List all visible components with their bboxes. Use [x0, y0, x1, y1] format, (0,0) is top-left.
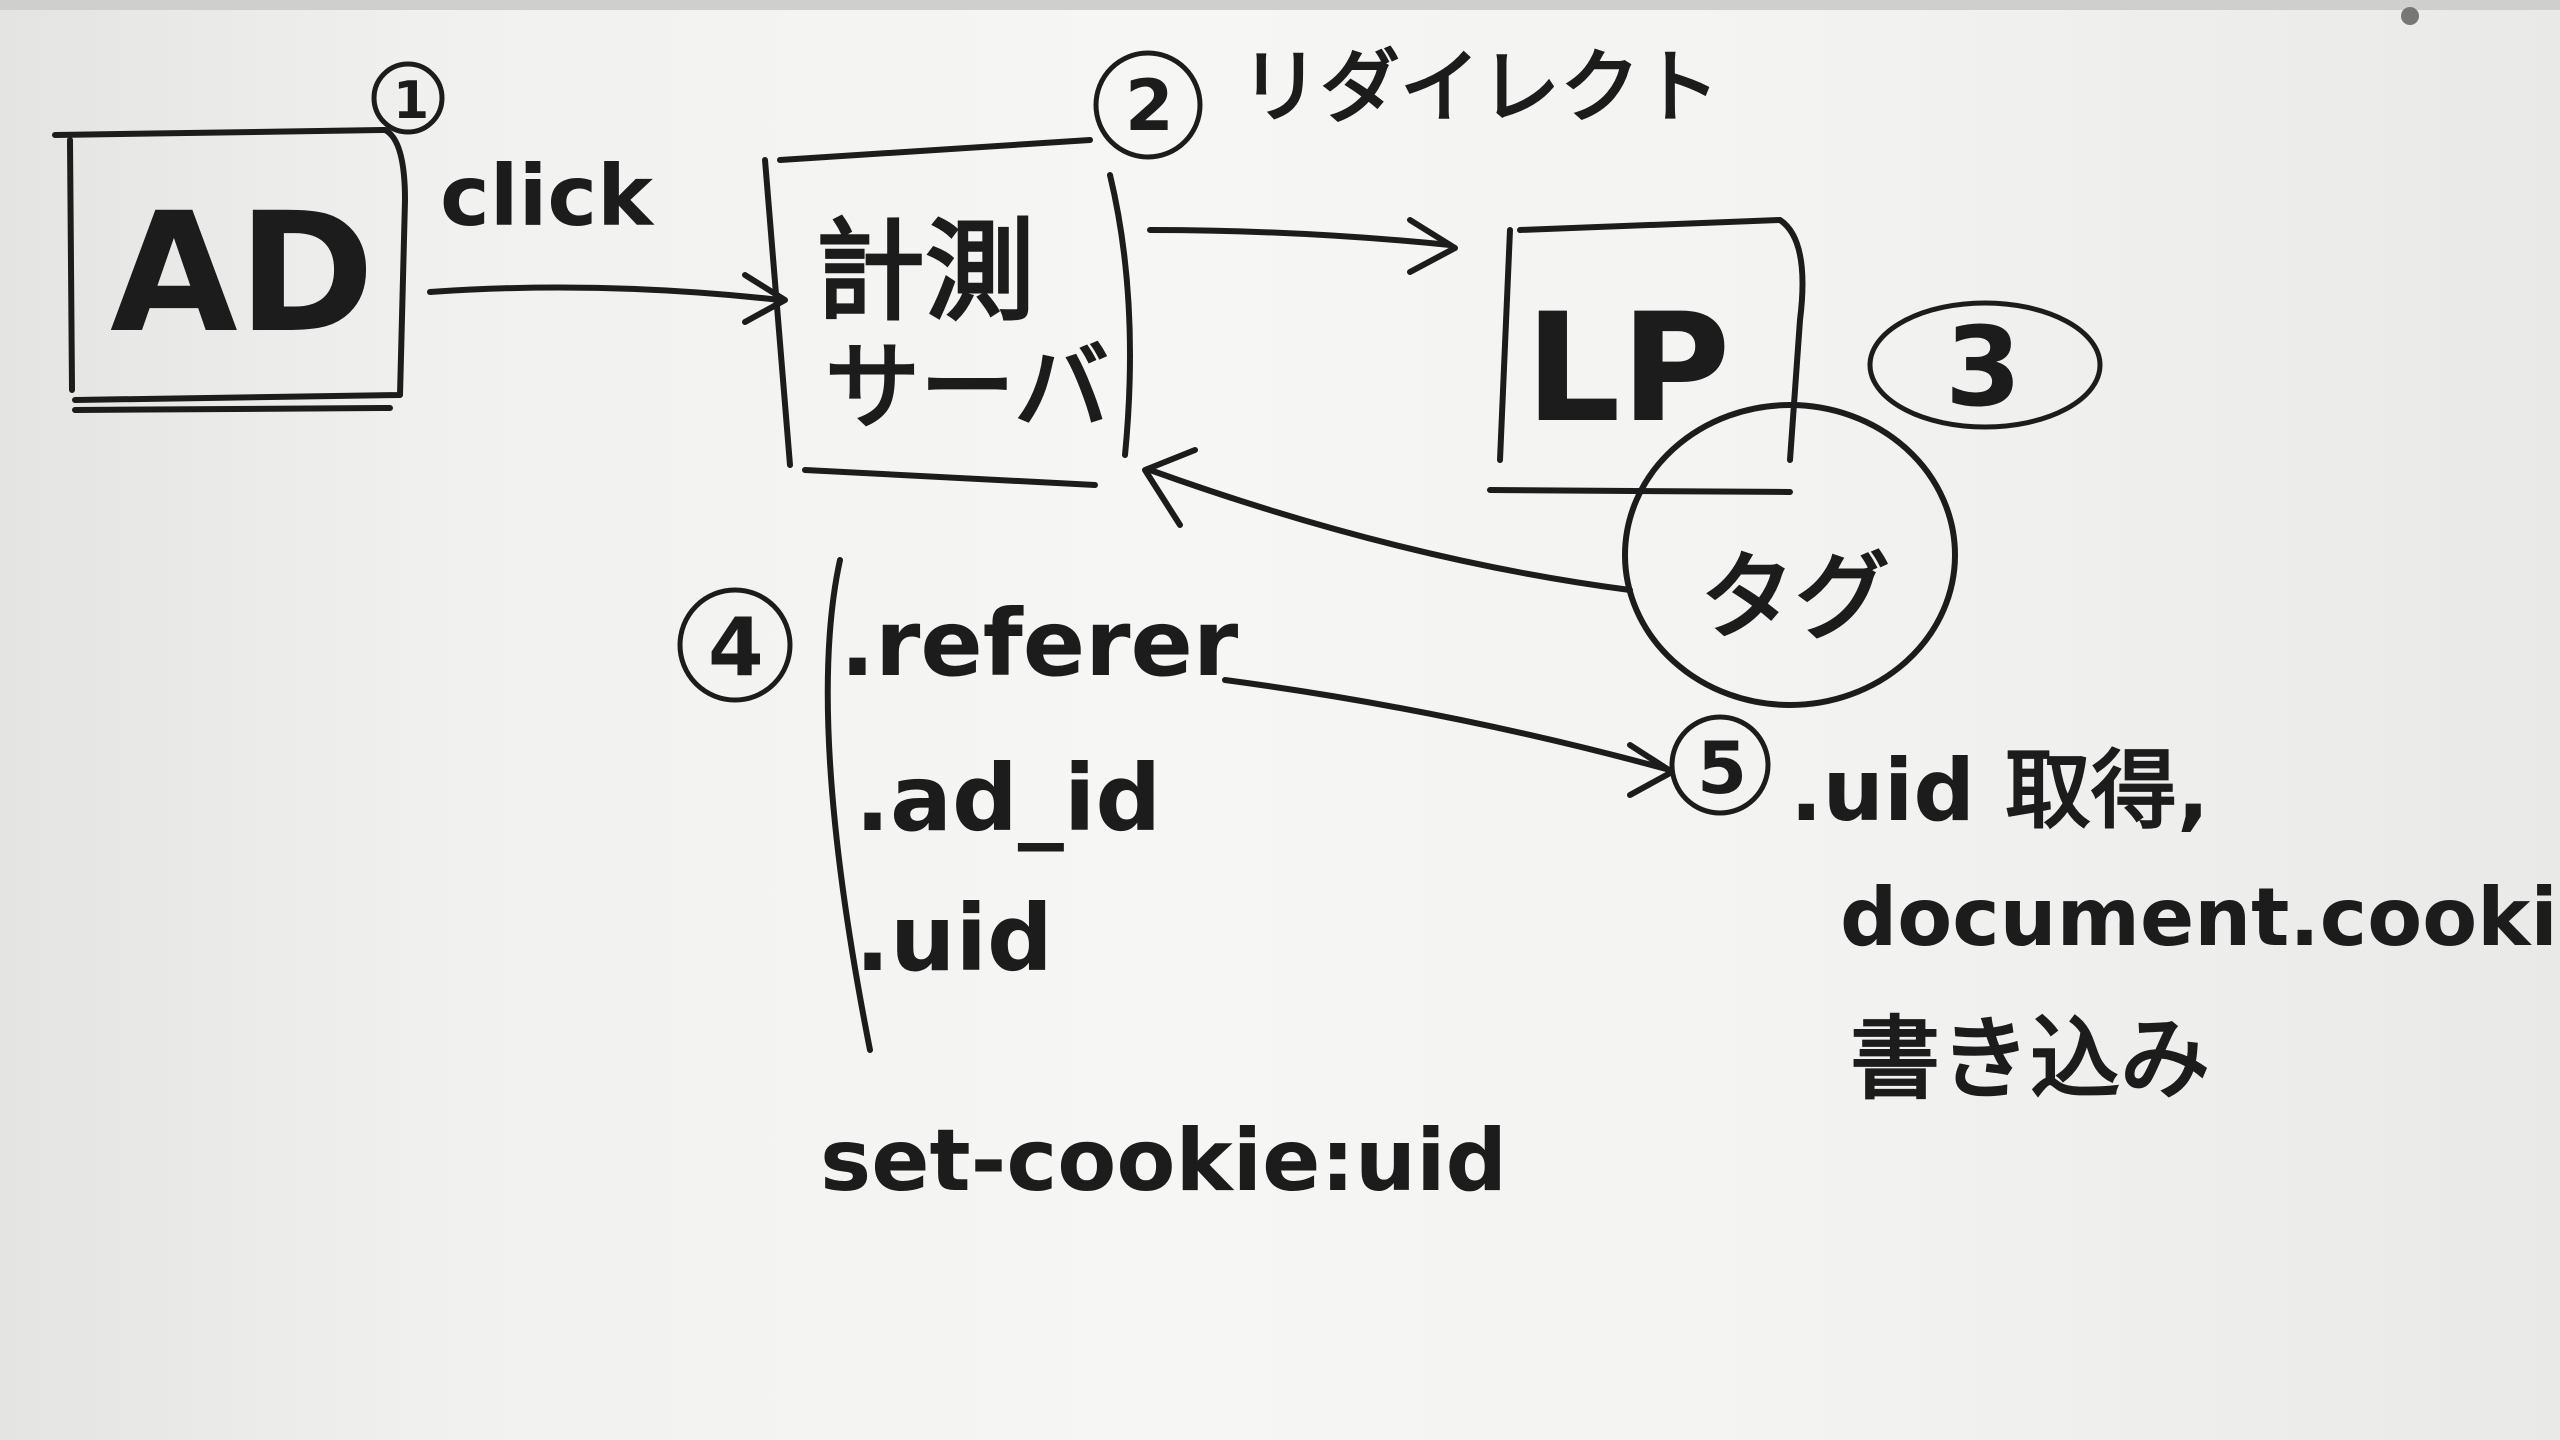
- step-1-circle: [371, 61, 445, 135]
- arrow-server-to-lp-line: [1147, 227, 1453, 248]
- arrow-server-to-lp-head: [1407, 217, 1458, 275]
- ad-label: AD: [110, 177, 375, 369]
- step-4-number: 4: [708, 601, 764, 694]
- write-label: 書き込み: [1850, 1007, 2210, 1112]
- param-uid: .uid: [855, 885, 1053, 992]
- step-2-number: 2: [1125, 65, 1174, 147]
- step-4-circle: [677, 587, 793, 703]
- server-box-bottom: [802, 467, 1098, 488]
- params-bracket: [824, 557, 873, 1053]
- param-referer: .referer: [840, 590, 1239, 697]
- step-5-circle: [1669, 714, 1771, 816]
- redirect-label: リダイレクト: [1240, 41, 1720, 134]
- arrow-tag-to-server-line: [1147, 467, 1633, 593]
- arrow-ad-to-server-head: [742, 272, 788, 325]
- step-3-circle: [1867, 300, 2103, 430]
- board-magnet: [2401, 7, 2419, 25]
- server-box-left: [762, 157, 793, 468]
- step-3-number: 3: [1945, 303, 2022, 431]
- lp-node: LP: [1487, 217, 1806, 495]
- server-node: 計測 サーバ: [762, 137, 1133, 488]
- ad-box-outline: [52, 127, 408, 403]
- arrow-referer-to-uid-line: [1222, 677, 1673, 773]
- tag-circle: [1622, 402, 1958, 708]
- server-label-line2: サーバ: [825, 333, 1109, 443]
- arrow-tag-to-server-head: [1142, 447, 1198, 528]
- step-1-number: 1: [393, 71, 429, 131]
- board-frame-top: [0, 0, 2560, 10]
- arrow-referer-to-uid-head: [1627, 742, 1675, 798]
- arrow-ad-to-server-line: [427, 284, 783, 303]
- uid-get-label: .uid 取得,: [1790, 741, 2210, 841]
- document-cookie-label: document.cookie へ: [1840, 871, 2560, 964]
- lp-box-outline: [1517, 217, 1806, 463]
- lp-box-left: [1497, 227, 1513, 463]
- set-cookie-label: set-cookie:uid: [820, 1111, 1507, 1211]
- ad-node: AD 1: [52, 61, 445, 413]
- param-ad-id: .ad_id: [855, 745, 1161, 852]
- server-label-line1: 計測: [815, 208, 1035, 336]
- server-box-right: [1107, 172, 1133, 458]
- lp-label: LP: [1525, 282, 1731, 456]
- ad-box-left-edge: [67, 137, 75, 393]
- ad-box-underline: [72, 405, 393, 413]
- tag-node: タグ: [1622, 402, 1958, 708]
- step-2-circle: [1093, 50, 1203, 160]
- click-label: click: [440, 147, 655, 245]
- tag-label: タグ: [1700, 543, 1890, 653]
- server-box-top: [777, 137, 1093, 163]
- step-5-number: 5: [1697, 726, 1747, 810]
